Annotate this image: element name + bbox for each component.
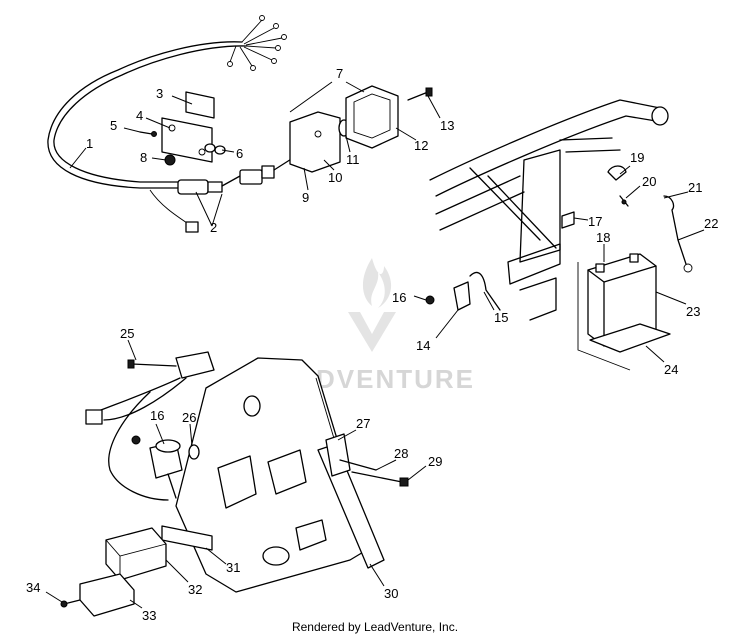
cdi-module-25: [85, 351, 215, 501]
callout-26: 26: [182, 410, 196, 425]
callout-13: 13: [440, 118, 454, 133]
screw-34: [60, 599, 81, 608]
callout-18: 18: [596, 230, 610, 245]
callout-33: 33: [142, 608, 156, 623]
tail-light-base-9: [289, 111, 341, 173]
washer-6: [204, 143, 226, 155]
screw-13: [407, 87, 433, 101]
nut-16: [425, 295, 435, 305]
callout-15: 15: [494, 310, 508, 325]
callout-34: 34: [26, 580, 40, 595]
rectifier-32: [105, 527, 167, 581]
callout-30: 30: [384, 586, 398, 601]
callout-12: 12: [414, 138, 428, 153]
callout-labels: 1 2 3 4 5 6 7 8 9 10 11 12 13 14 15 16 1…: [26, 66, 718, 623]
bracket-33: [79, 573, 135, 617]
callout-4: 4: [136, 108, 143, 123]
callout-21: 21: [688, 180, 702, 195]
license-plate-bracket-4: [161, 117, 213, 163]
callout-17: 17: [588, 214, 602, 229]
callout-1: 1: [86, 136, 93, 151]
nut-8: [164, 154, 176, 166]
clip-14-15: [453, 271, 501, 311]
connector-2: [177, 179, 223, 195]
callout-2: 2: [210, 220, 217, 235]
callout-27: 27: [356, 416, 370, 431]
callout-24: 24: [664, 362, 678, 377]
callout-9: 9: [302, 190, 309, 205]
mounting-bracket-3: [185, 91, 215, 119]
callout-10: 10: [328, 170, 342, 185]
terminal-bolt-20: [619, 195, 629, 207]
callout-16-lower: 16: [150, 408, 164, 423]
callout-6: 6: [236, 146, 243, 161]
footer-credit: Rendered by LeadVenture, Inc.: [291, 620, 459, 634]
screw-5: [139, 131, 157, 137]
callout-25: 25: [120, 326, 134, 341]
tail-light-lens-12: [345, 85, 399, 149]
battery-pad-24: [589, 323, 671, 353]
callout-14: 14: [416, 338, 430, 353]
callout-7: 7: [336, 66, 343, 81]
ignition-coil: [149, 439, 183, 499]
callout-29: 29: [428, 454, 442, 469]
battery-strap-17: [561, 211, 575, 229]
washer-26: [188, 444, 200, 460]
battery-cable-22: [663, 195, 693, 273]
callout-28: 28: [394, 446, 408, 461]
callout-20: 20: [642, 174, 656, 189]
bolt-28-29: [339, 459, 409, 487]
callout-19: 19: [630, 150, 644, 165]
wiring-harness: [47, 15, 287, 233]
callout-5: 5: [110, 118, 117, 133]
battery-hold-down-lines: [577, 262, 631, 371]
callout-8: 8: [140, 150, 147, 165]
callout-3: 3: [156, 86, 163, 101]
battery-18: [587, 253, 657, 347]
vehicle-frame: [429, 99, 669, 321]
socket-connector: [221, 155, 297, 187]
callout-32: 32: [188, 582, 202, 597]
plate-31: [161, 525, 213, 551]
bracket-27: [325, 433, 351, 477]
callout-23: 23: [686, 304, 700, 319]
nut-16-lower: [131, 435, 141, 445]
battery-cover-19: [607, 165, 627, 181]
callout-16-upper: 16: [392, 290, 406, 305]
leader-lines: [45, 81, 705, 609]
callout-31: 31: [226, 560, 240, 575]
callout-22: 22: [704, 216, 718, 231]
callout-11: 11: [346, 152, 360, 167]
